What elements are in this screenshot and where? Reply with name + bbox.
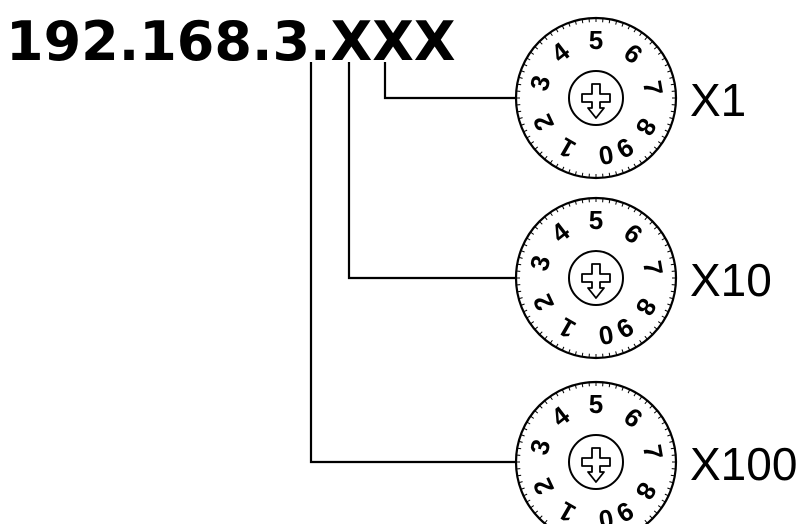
- dial-digit-0: 0: [596, 319, 615, 351]
- dial-digit-5: 5: [589, 389, 603, 419]
- dial-digit-7: 7: [637, 78, 669, 97]
- ip-digit-tens: X: [372, 10, 414, 73]
- connector-ones: [383, 62, 515, 100]
- dial-digit-7: 7: [637, 258, 669, 277]
- ip-address-title: 192.168.3.XXX: [6, 10, 455, 73]
- dial-arrow-icon: [581, 447, 611, 483]
- connector-hundreds: [309, 62, 515, 464]
- dial-arrow-icon: [581, 83, 611, 119]
- connector-lines: [309, 62, 515, 464]
- dial-knurl: [516, 198, 676, 358]
- ip-digit-hundreds: X: [331, 10, 373, 73]
- dial-digit-0: 0: [596, 139, 615, 171]
- ip-digit-ones: X: [414, 10, 456, 73]
- dial-knurl: [516, 18, 676, 178]
- dial-digit-7: 7: [637, 442, 669, 461]
- dial-digit-0: 0: [596, 503, 615, 524]
- multiplier-label-x10: X10: [690, 254, 772, 306]
- connector-tens: [347, 62, 515, 280]
- multiplier-label-x1: X1: [690, 74, 746, 126]
- multiplier-label-x100: X100: [690, 438, 797, 490]
- dial-arrow-icon: [581, 263, 611, 299]
- dial-digit-5: 5: [589, 25, 603, 55]
- dial-digit-5: 5: [589, 205, 603, 235]
- dial-knurl: [516, 382, 676, 524]
- ip-prefix: 192.168.3.: [6, 10, 331, 73]
